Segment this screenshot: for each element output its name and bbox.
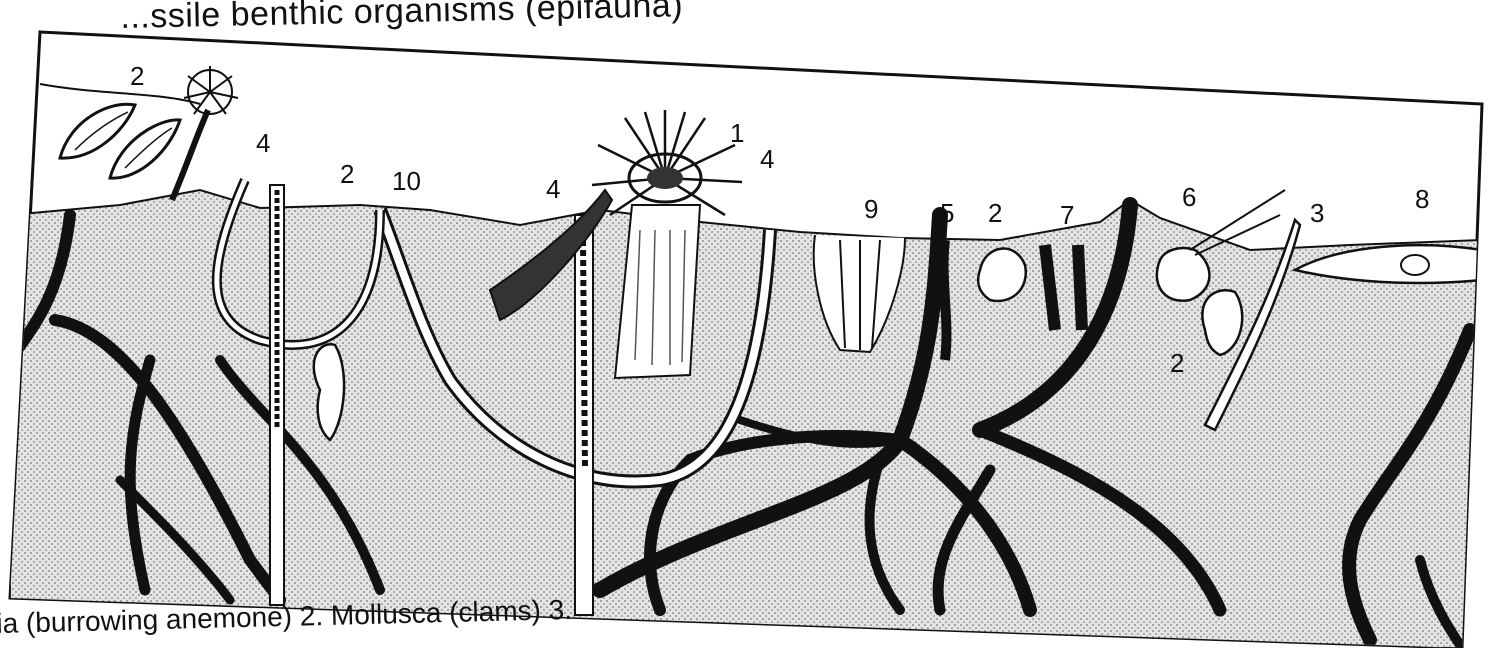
label-7: 7 [1060, 200, 1074, 230]
label-4-center: 4 [546, 174, 560, 204]
label-3: 3 [1310, 198, 1324, 228]
label-2-right: 2 [1170, 348, 1184, 378]
worm-tube-5 [944, 240, 947, 360]
label-10: 10 [392, 166, 421, 196]
label-2-center: 2 [988, 198, 1002, 228]
label-2-left: 2 [340, 159, 354, 189]
burrowing-shrimp-body [583, 240, 585, 470]
label-4-left: 4 [256, 128, 270, 158]
label-1: 1 [730, 118, 744, 148]
label-6: 6 [1182, 182, 1196, 212]
label-2-topleft: 2 [130, 61, 144, 91]
label-9: 9 [864, 194, 878, 224]
label-8: 8 [1415, 184, 1429, 214]
label-4-right: 4 [760, 144, 774, 174]
label-5: 5 [940, 198, 954, 228]
buried-clam-center [978, 249, 1026, 301]
organism-8-body [1401, 255, 1429, 275]
